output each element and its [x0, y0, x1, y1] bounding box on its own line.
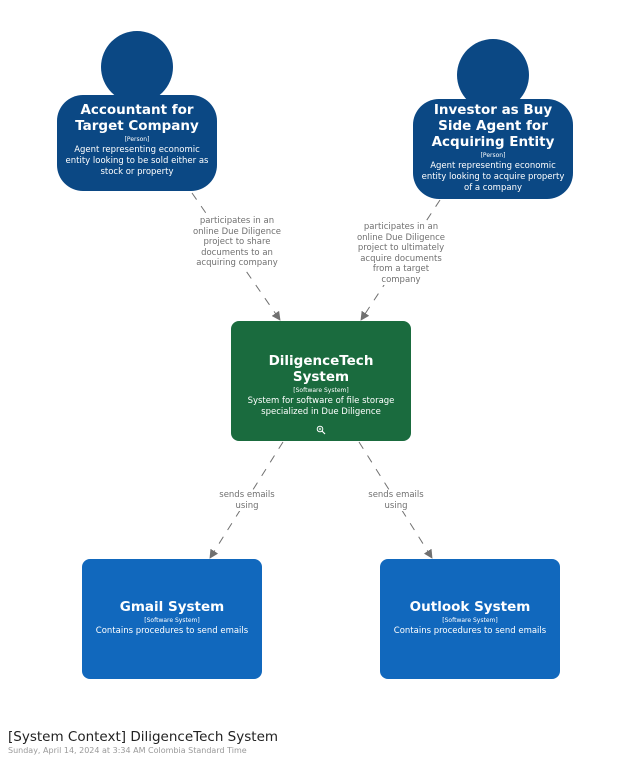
node-tag: [Software System] — [293, 387, 349, 394]
node-description: System for software of file storage spec… — [247, 396, 395, 417]
edge-accountant-to-system[interactable] — [191, 192, 281, 321]
node-title: Outlook System — [409, 599, 531, 615]
system-diligencetech[interactable]: DiligenceTech System [Software System] S… — [231, 321, 411, 441]
edge-label-system-to-outlook: sends emails using — [361, 490, 431, 511]
person-body: Accountant for Target Company [Person] A… — [57, 95, 217, 191]
node-tag: [Person] — [480, 152, 506, 159]
node-description: Agent representing economic entity looki… — [421, 161, 565, 193]
system-outlook[interactable]: Outlook System [Software System] Contain… — [380, 559, 560, 679]
person-head-icon — [101, 31, 173, 103]
edge-label-accountant-to-system: participates in an online Due Diligence … — [192, 216, 282, 269]
zoom-icon[interactable] — [316, 425, 326, 435]
node-title: Gmail System — [119, 599, 225, 615]
node-description: Contains procedures to send emails — [95, 626, 249, 636]
person-investor[interactable]: Investor as Buy Side Agent for Acquiring… — [413, 39, 573, 199]
person-accountant[interactable]: Accountant for Target Company [Person] A… — [57, 31, 217, 191]
node-title: Accountant for Target Company — [75, 102, 199, 134]
node-description: Contains procedures to send emails — [393, 626, 547, 636]
diagram-date: Sunday, April 14, 2024 at 3:34 AM Colomb… — [8, 746, 247, 755]
node-title: DiligenceTech System — [268, 353, 374, 385]
node-title: Investor as Buy Side Agent for Acquiring… — [431, 102, 555, 150]
diagram-title: [System Context] DiligenceTech System — [8, 729, 279, 745]
node-description: Agent representing economic entity looki… — [65, 145, 209, 177]
node-tag: [Software System] — [442, 617, 498, 624]
edge-label-investor-to-system: participates in an online Due Diligence … — [356, 222, 446, 285]
person-body: Investor as Buy Side Agent for Acquiring… — [413, 99, 573, 199]
node-tag: [Software System] — [144, 617, 200, 624]
edge-label-system-to-gmail: sends emails using — [212, 490, 282, 511]
node-tag: [Person] — [124, 136, 150, 143]
system-gmail[interactable]: Gmail System [Software System] Contains … — [82, 559, 262, 679]
